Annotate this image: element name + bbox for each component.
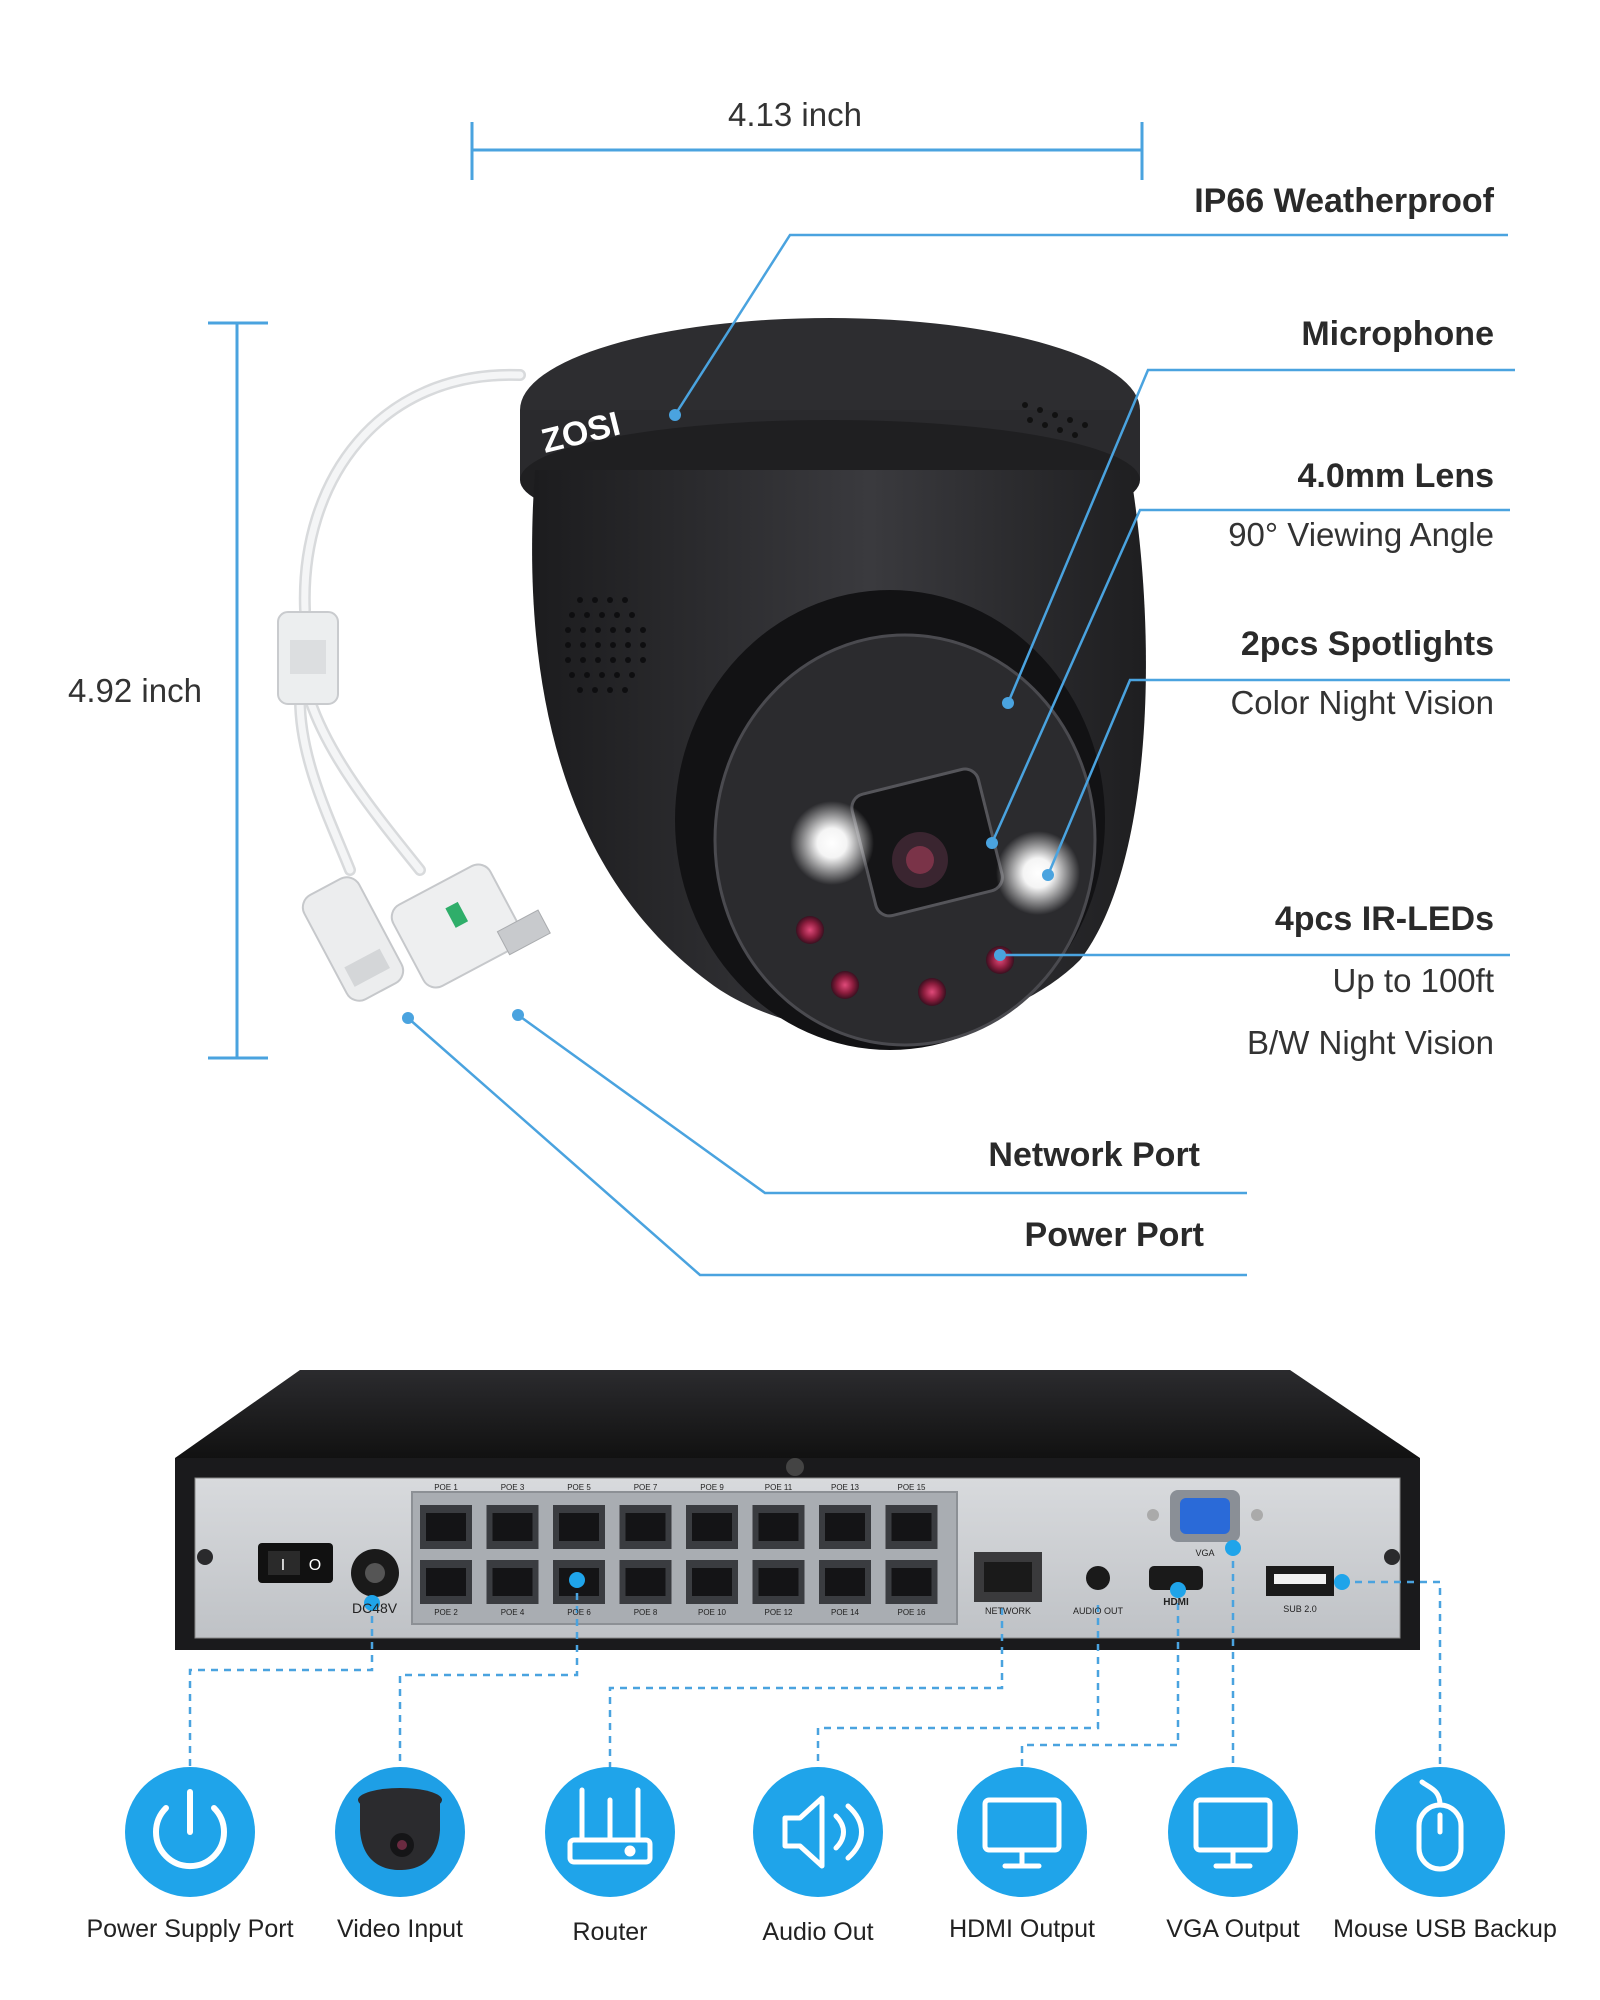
poe-port-socket	[426, 1568, 466, 1596]
network-port-label: NETWORK	[985, 1606, 1031, 1616]
poe-port-label: POE 5	[567, 1483, 591, 1492]
mic-holes	[1022, 402, 1088, 438]
poe-port-label: POE 6	[567, 1608, 591, 1617]
poe-port-socket	[758, 1513, 799, 1541]
audio-jack	[1086, 1566, 1110, 1590]
camera-icon	[358, 1788, 442, 1870]
poe-port-socket	[891, 1568, 932, 1596]
poe-port-label: POE 13	[830, 1483, 859, 1492]
poe-port-label: POE 10	[697, 1608, 726, 1617]
port-label-mouse-usb: Mouse USB Backup	[1333, 1915, 1557, 1943]
port-label-hdmi-output: HDMI Output	[949, 1915, 1095, 1943]
feature-irleds-subtitle2: B/W Night Vision	[1247, 1024, 1494, 1061]
poe-port-socket	[492, 1513, 533, 1541]
poe-port-label: POE 15	[897, 1483, 926, 1492]
poe-port-socket	[692, 1568, 732, 1596]
port-label-vga-output: VGA Output	[1166, 1915, 1300, 1943]
poe-port-label: POE 1	[434, 1483, 458, 1492]
turret-camera	[520, 318, 1146, 1050]
poe-ports	[420, 1505, 938, 1604]
hdmi-port	[1149, 1566, 1203, 1590]
network-connector	[390, 863, 551, 989]
poe-port-label: POE 9	[700, 1483, 724, 1492]
nvr-connector-dots	[364, 1540, 1350, 1611]
poe-port-socket	[492, 1568, 533, 1596]
poe-port-socket	[825, 1568, 865, 1596]
poe-port-label: POE 8	[633, 1608, 658, 1617]
vga-port-label: VGA	[1195, 1548, 1215, 1558]
router-icon	[567, 1787, 653, 1865]
poe-port-socket	[426, 1513, 466, 1541]
poe-port-socket	[825, 1513, 865, 1541]
feature-network-port-title: Network Port	[988, 1136, 1200, 1174]
mouse-icon	[1416, 1779, 1464, 1872]
feature-irleds-title: 4pcs IR-LEDs	[1274, 900, 1494, 938]
feature-power-port-title: Power Port	[1024, 1216, 1204, 1254]
poe-port-socket	[891, 1513, 932, 1541]
feature-irleds-subtitle: Up to 100ft	[1332, 962, 1494, 999]
monitor-icon-circle	[957, 1767, 1087, 1897]
poe-port-socket	[625, 1568, 666, 1596]
feature-lens-subtitle: 90° Viewing Angle	[1228, 516, 1494, 553]
callout-dots	[402, 409, 1054, 1024]
feature-spotlights-title: 2pcs Spotlights	[1240, 625, 1494, 663]
feature-microphone-title: Microphone	[1301, 315, 1494, 353]
svg-text:O: O	[309, 1557, 321, 1574]
spotlight-left	[790, 801, 874, 885]
ir-led	[796, 916, 824, 944]
poe-port-socket	[625, 1513, 666, 1541]
power-icon	[153, 1789, 227, 1869]
poe-port-socket	[692, 1513, 732, 1541]
monitor-icon	[1193, 1797, 1273, 1869]
port-label-power-supply: Power Supply Port	[86, 1915, 294, 1943]
ir-led	[918, 978, 946, 1006]
poe-port-socket	[559, 1513, 599, 1541]
cable-splitter	[277, 611, 339, 705]
feature-spotlights-subtitle: Color Night Vision	[1230, 684, 1494, 721]
poe-port-socket	[758, 1568, 799, 1596]
port-icon-circles	[125, 1767, 1505, 1897]
height-dimension-label: 4.92 inch	[68, 672, 202, 709]
port-label-video-input: Video Input	[336, 1915, 464, 1943]
power-connector	[301, 876, 405, 1002]
poe-port-label: POE 2	[434, 1608, 458, 1617]
speaker-icon-circle	[753, 1767, 883, 1897]
monitor-icon	[982, 1797, 1062, 1869]
speaker-grille	[565, 597, 646, 693]
poe-port-label: POE 4	[500, 1608, 525, 1617]
poe-port-label: POE 3	[500, 1483, 525, 1492]
width-dimension-label: 4.13 inch	[728, 96, 862, 133]
port-label-audio-out: Audio Out	[762, 1918, 874, 1946]
monitor-icon-circle	[1168, 1767, 1298, 1897]
speaker-icon	[782, 1795, 864, 1869]
feature-lens-title: 4.0mm Lens	[1297, 457, 1494, 495]
camera-cable	[294, 368, 526, 876]
dc-label: DC48V	[352, 1600, 398, 1616]
poe-port-label: POE 11	[764, 1483, 793, 1492]
poe-port-label: POE 16	[897, 1608, 926, 1617]
feature-ip66-title: IP66 Weatherproof	[1194, 182, 1494, 220]
usb-port-label: SUB 2.0	[1283, 1604, 1317, 1614]
port-label-router: Router	[572, 1918, 648, 1946]
poe-port-label: POE 14	[830, 1608, 859, 1617]
callout-lines	[407, 233, 1515, 1277]
poe-port-label: POE 7	[633, 1483, 658, 1492]
nvr-connector-lines	[188, 1548, 1442, 1770]
width-dimension-line	[470, 122, 1144, 180]
hdmi-port-label: HDMI	[1163, 1597, 1189, 1608]
height-dimension-line	[208, 321, 268, 1060]
svg-text:I: I	[281, 1557, 285, 1574]
poe-port-label: POE 12	[764, 1608, 793, 1617]
audio-port-label: AUDIO OUT	[1072, 1606, 1123, 1616]
ir-led	[831, 971, 859, 999]
